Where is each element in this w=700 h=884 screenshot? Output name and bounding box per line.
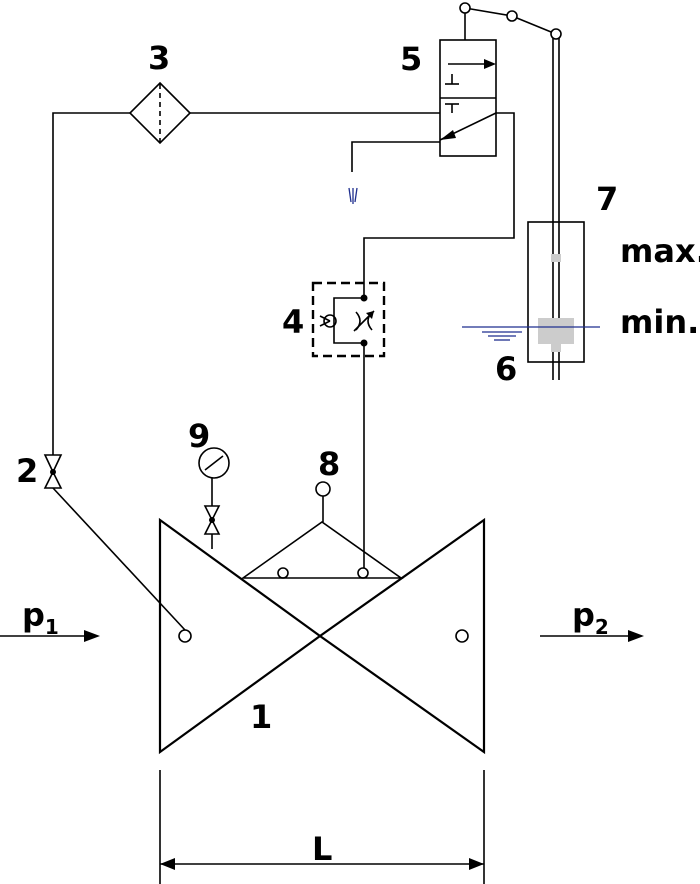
bonnet-port-right xyxy=(357,567,369,579)
label-1: 1 xyxy=(250,698,272,736)
float-chamber-7 xyxy=(527,221,585,363)
label-3: 3 xyxy=(148,39,170,77)
valve-right-wedge xyxy=(318,517,486,755)
label-max: max. xyxy=(620,232,700,270)
label-length: L xyxy=(312,830,332,868)
float xyxy=(538,318,574,344)
outlet-flow-arrow xyxy=(540,630,644,642)
outlet-port xyxy=(455,629,469,643)
label-p2: p2 xyxy=(572,596,609,639)
pressure-gauge-9 xyxy=(198,447,230,549)
pilot-valve-5 xyxy=(439,39,497,157)
label-9: 9 xyxy=(188,417,210,455)
needle-valve-2 xyxy=(43,454,63,489)
inlet-flow-arrow xyxy=(0,630,100,642)
main-valve-body xyxy=(158,517,486,755)
label-4: 4 xyxy=(282,303,304,341)
label-5: 5 xyxy=(400,40,422,78)
dimension-l xyxy=(159,770,485,884)
pilot-to-control-line xyxy=(363,112,515,296)
water-level-6 xyxy=(462,326,600,341)
valve-left-wedge xyxy=(158,517,322,755)
filter-3 xyxy=(128,81,192,145)
label-2: 2 xyxy=(16,452,38,490)
label-6: 6 xyxy=(495,350,517,388)
exhaust-vent xyxy=(348,141,440,204)
flow-control-valve-4 xyxy=(311,281,386,358)
inlet-control-line xyxy=(52,112,186,631)
label-7: 7 xyxy=(596,180,618,218)
label-8: 8 xyxy=(318,445,340,483)
label-min: min. xyxy=(620,303,699,341)
valve-bonnet xyxy=(240,521,404,579)
label-p1: p1 xyxy=(22,596,59,639)
inlet-port xyxy=(178,629,192,643)
air-vent-8 xyxy=(315,481,331,522)
bonnet-port-left xyxy=(277,567,289,579)
